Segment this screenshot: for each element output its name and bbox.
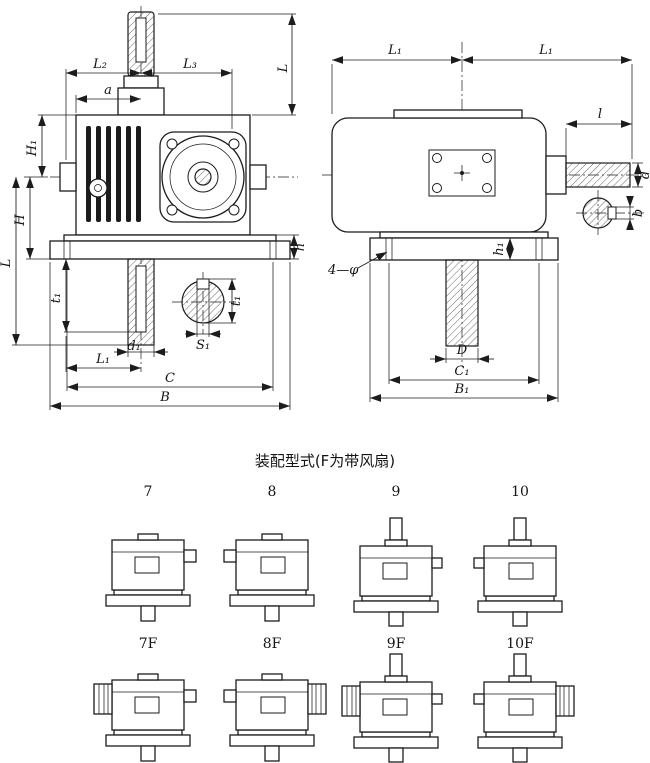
- section-keyway-side: [607, 206, 617, 220]
- bolt-hole: [228, 204, 240, 216]
- dim-l: l: [598, 107, 602, 122]
- dim-t1-right: t₁: [229, 296, 244, 306]
- output-shaft-side: [445, 259, 479, 347]
- dim-L1-left: L₁: [387, 43, 402, 58]
- bolt-hole: [166, 204, 178, 216]
- cooling-fin: [116, 126, 121, 222]
- base-neck: [63, 234, 277, 242]
- variant-7: 7: [105, 484, 197, 622]
- variant-label-8F: 8F: [263, 636, 282, 652]
- cooling-fin: [126, 126, 131, 222]
- dim-C1: C₁: [454, 364, 469, 379]
- dim-C: C: [165, 371, 175, 386]
- variant-label-10: 10: [511, 484, 529, 500]
- dim-L-right: L: [276, 64, 291, 74]
- dim-L3: L₃: [182, 57, 197, 72]
- variant-7F: 7F: [93, 636, 197, 762]
- front-view: L₂ L₃ a L H₁ H L t₁ d₁ t₁ S₁ L₁ C B h: [0, 6, 308, 410]
- dim-L1: L₁: [95, 352, 110, 367]
- variant-8F: 8F: [223, 636, 327, 762]
- variant-9F: 9F: [341, 636, 443, 763]
- bolt-hole: [166, 138, 178, 150]
- variant-label-9: 9: [392, 484, 401, 500]
- shaft-end: [194, 168, 212, 186]
- cooling-fin: [96, 126, 101, 222]
- dim-L1-right: L₁: [538, 43, 553, 58]
- variant-label-9F: 9F: [387, 636, 406, 652]
- variant-label-7F: 7F: [139, 636, 158, 652]
- cooling-fin: [106, 126, 111, 222]
- dim-a: a: [104, 83, 112, 98]
- variant-label-10F: 10F: [506, 636, 534, 652]
- dim-B: B: [159, 390, 170, 405]
- dim-S1: S₁: [196, 338, 210, 353]
- bolt-hole: [228, 138, 240, 150]
- shaft-stub-right: [249, 164, 267, 190]
- dim-L-left: L: [0, 259, 14, 269]
- mount-bolt-hole: [432, 153, 442, 163]
- input-shaft-side: [565, 162, 631, 188]
- variant-label-8: 8: [268, 484, 277, 500]
- dim-D: D: [456, 343, 468, 358]
- mount-bolt-hole: [432, 183, 442, 193]
- dim-H1: H₁: [25, 140, 40, 158]
- bearing-boss: [123, 75, 159, 89]
- base-foot-side: [369, 237, 559, 261]
- bearing-boss-side: [545, 155, 567, 195]
- mount-bolt-hole: [482, 153, 492, 163]
- bolt-circle: [169, 143, 237, 211]
- dim-L2: L₂: [92, 57, 107, 72]
- output-keyway: [135, 265, 147, 333]
- dim-h: h: [293, 243, 308, 251]
- dim-B1: B₁: [454, 382, 470, 397]
- keyway: [135, 17, 147, 63]
- caption: 装配型式(F为带风扇): [255, 452, 395, 470]
- shaft-stub-left: [59, 162, 77, 192]
- assembly-variants: 7 8 9 10 7F 8F 9F: [93, 484, 575, 763]
- base-neck-side: [379, 231, 549, 239]
- dim-bolt-holes: 4—φ: [327, 263, 359, 278]
- mount-bolt-hole: [482, 183, 492, 193]
- dim-d: d: [638, 171, 650, 179]
- cooling-fin: [86, 126, 91, 222]
- variant-label-7: 7: [144, 484, 153, 500]
- section-keyway: [196, 278, 210, 290]
- side-view: L₁ L₁ l d b 4—φ h₁ D C₁ B₁: [322, 42, 650, 402]
- front-dimension-lines: [12, 13, 298, 410]
- oil-plug: [88, 178, 108, 198]
- dim-t1-left: t₁: [49, 293, 64, 303]
- bearing-housing: [117, 87, 165, 116]
- cooling-fin: [136, 126, 141, 222]
- variant-10: 10: [473, 484, 563, 627]
- variant-10F: 10F: [473, 636, 575, 763]
- dim-h1: h₁: [492, 242, 507, 256]
- top-plate: [393, 109, 523, 119]
- base-foot: [49, 240, 291, 260]
- dim-H: H: [13, 214, 28, 227]
- variant-9: 9: [353, 484, 443, 627]
- dim-b: b: [631, 209, 646, 217]
- center-mark: [460, 171, 464, 175]
- dim-d1: d₁: [127, 339, 141, 354]
- side-dimension-lines: [332, 56, 642, 402]
- variant-8: 8: [223, 484, 315, 622]
